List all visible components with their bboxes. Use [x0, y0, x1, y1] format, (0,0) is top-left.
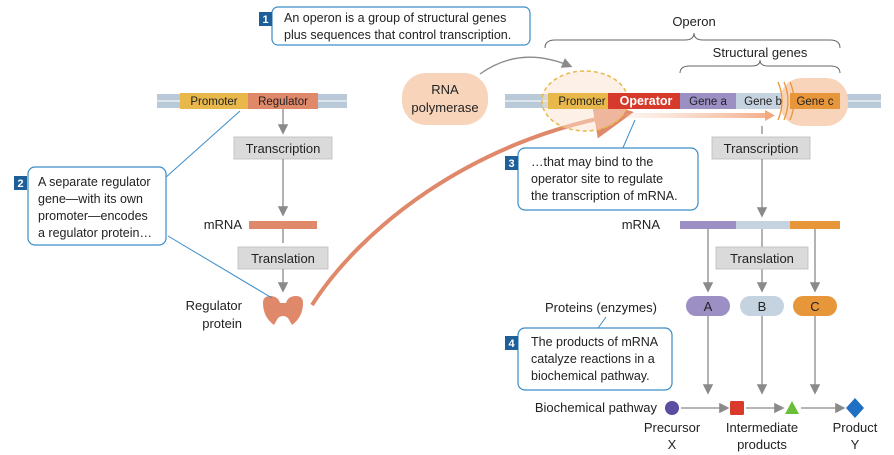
intermediate-label-1: Intermediate [726, 420, 798, 435]
right-translation-label: Translation [730, 251, 794, 266]
rna-polymerase-label-1: RNA [431, 82, 459, 97]
callout-3-box [517, 147, 699, 211]
gene-a-segment [680, 93, 736, 109]
intermediate-triangle [785, 401, 799, 414]
left-promoter-label: Promoter [190, 96, 237, 108]
left-promoter-segment [180, 93, 248, 109]
mrna-segment-a [680, 221, 736, 229]
intermediate-label-2: products [737, 437, 787, 452]
gene-b-label: Gene b [744, 96, 782, 108]
product-diamond [846, 398, 864, 418]
structural-genes-bracket [679, 59, 841, 74]
rna-polymerase-label-2: polymerase [411, 100, 478, 115]
left-translation-label: Translation [251, 251, 315, 266]
rna-polymerase-blob [402, 73, 488, 125]
callout-3-badge [505, 156, 518, 170]
left-mrna-label: mRNA [204, 217, 243, 232]
precursor-label-2: X [668, 437, 677, 452]
transcription-streak-head [765, 110, 775, 121]
callout-4-line-3: biochemical pathway. [531, 369, 650, 383]
enzyme-a-label: A [704, 299, 713, 314]
callout-4-line-1: The products of mRNA [531, 335, 659, 349]
left-regulator-segment [248, 93, 318, 109]
callout-2-line-2: gene—with its own [38, 192, 143, 206]
callout-2-number: 2 [17, 178, 23, 190]
gene-a-label: Gene a [689, 96, 727, 108]
rna-polymerase-arrow [479, 56, 573, 75]
biochemical-pathway-label: Biochemical pathway [535, 400, 658, 415]
right-translation-box [715, 246, 809, 270]
callout-2-pointer-1 [164, 110, 241, 179]
operon-bracket [544, 32, 841, 49]
callout-3-pointer [621, 119, 636, 151]
callout-4-badge [505, 336, 518, 350]
regulator-protein-label-2: protein [202, 316, 242, 331]
product-label-1: Product [833, 420, 878, 435]
left-regulator-label: Regulator [258, 96, 308, 108]
right-transcription-label: Transcription [724, 141, 799, 156]
regulator-protein-shape [263, 296, 303, 325]
callout-2-line-4: a regulator protein… [38, 226, 152, 240]
enzyme-b [740, 296, 784, 316]
enzyme-c [793, 296, 837, 316]
callout-2-line-3: promoter—encodes [38, 209, 148, 223]
left-mrna-strand [249, 221, 317, 229]
precursor-label-1: Precursor [644, 420, 701, 435]
enzyme-c-label: C [810, 299, 819, 314]
callout-4-number: 4 [508, 338, 515, 350]
callout-3: 3 …that may bind to the operator site to… [505, 119, 699, 211]
operon-label: Operon [672, 14, 715, 29]
operon-promoter-segment [548, 93, 608, 109]
callout-3-number: 3 [508, 158, 514, 170]
callout-2-line-1: A separate regulator [38, 175, 151, 189]
callout-2-badge [14, 176, 27, 190]
callout-3-line-2: operator site to regulate [531, 172, 663, 186]
callout-2-pointer-2 [167, 235, 273, 299]
callout-3-line-1: …that may bind to the [531, 155, 653, 169]
enzyme-a [686, 296, 730, 316]
callout-2-box [27, 166, 167, 246]
left-dna: Promoter Regulator [157, 93, 347, 109]
callout-4-box [517, 327, 673, 391]
operator-label: Operator [620, 94, 673, 108]
left-transcription-label: Transcription [246, 141, 321, 156]
mrna-segment-b [736, 221, 790, 229]
operon-dna: Promoter Operator Gene a Gene b Gene c [505, 70, 881, 132]
callout-1-badge [259, 12, 272, 26]
callout-1-number: 1 [262, 14, 268, 26]
operator-segment [608, 93, 680, 109]
structural-genes-label: Structural genes [713, 45, 808, 60]
intermediate-square [730, 401, 744, 415]
right-mrna-label: mRNA [622, 217, 661, 232]
product-label-2: Y [851, 437, 860, 452]
proteins-enzymes-label: Proteins (enzymes) [545, 300, 657, 315]
gene-c-segment [790, 93, 840, 109]
right-transcription-box [711, 136, 811, 160]
operon-promoter-label: Promoter [558, 96, 605, 108]
callout-1-line-2: plus sequences that control transcriptio… [284, 28, 511, 42]
callout-1-line-1: An operon is a group of structural genes [284, 11, 506, 25]
callout-4: 4 The products of mRNA catalyze reaction… [505, 316, 673, 391]
mrna-segment-c [790, 221, 840, 229]
enzyme-b-label: B [758, 299, 767, 314]
precursor-circle [665, 401, 679, 415]
gene-c-label: Gene c [796, 96, 833, 108]
gene-b-segment [736, 93, 790, 109]
callout-3-line-3: the transcription of mRNA. [531, 189, 678, 203]
transcription-streak [625, 113, 765, 118]
regulator-protein-label-1: Regulator [186, 298, 243, 313]
callout-1: 1 An operon is a group of structural gen… [259, 6, 531, 46]
callout-4-line-2: catalyze reactions in a [531, 352, 655, 366]
callout-2: 2 A separate regulator gene—with its own… [14, 110, 273, 299]
